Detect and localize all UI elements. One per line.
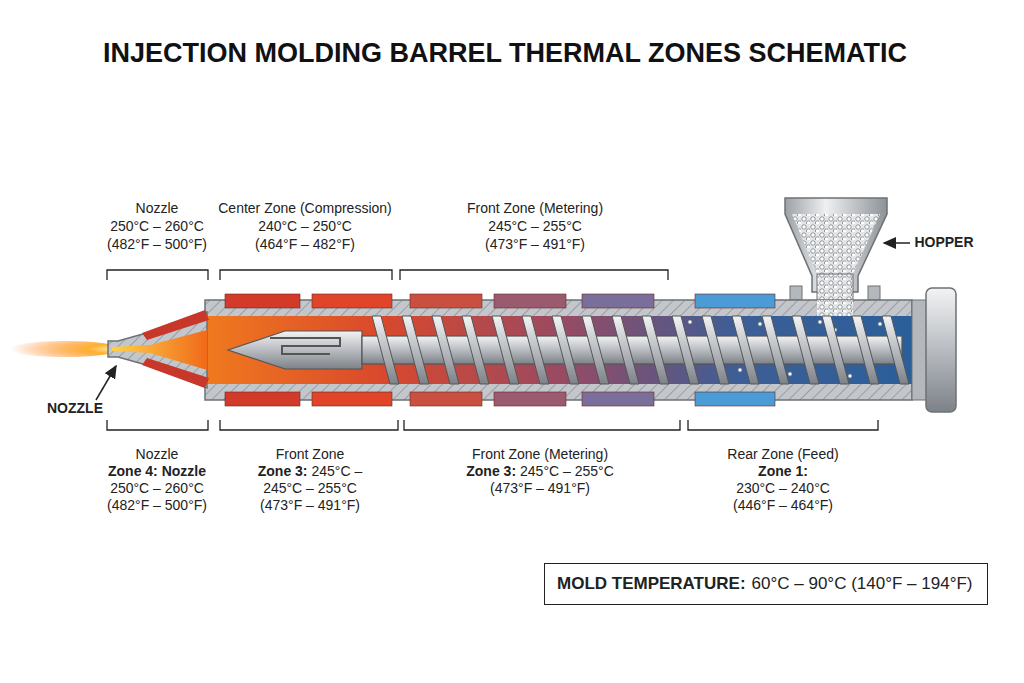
zone-label: Zone 3: [466,463,516,480]
zone-label: 245°C – 255°C [263,480,357,497]
label-row: Nozzle [136,200,179,217]
zone-label: Zone 3: [258,463,308,480]
zone-label: 245°C – [312,463,363,480]
label-row: Front Zone [276,446,344,463]
zone-label: Front Zone (Metering) [467,200,603,217]
zone-label: HOPPER [914,234,973,251]
zone-label: 240°C – 250°C [258,218,352,235]
label-row: 240°C – 250°C [258,218,352,235]
label-row: 230°C – 240°C [736,480,830,497]
label-row: 250°C – 260°C [110,480,204,497]
zone-label: Front Zone [276,446,344,463]
label-row: (473°F – 491°F) [485,236,585,253]
zone-label: (482°F – 500°F) [107,236,207,253]
label-row: (473°F – 491°F) [260,497,360,514]
zone-label: 250°C – 260°C [110,218,204,235]
zone-label: (446°F – 464°F) [733,497,833,514]
label-row: 245°C – 255°C [488,218,582,235]
zone-label: Rear Zone (Feed) [727,446,838,463]
box-heading: MOLD TEMPERATURE: [557,574,746,594]
label-row: (473°F – 491°F) [490,480,590,497]
label-row: Nozzle [136,446,179,463]
label-row: HOPPER [914,234,973,251]
temperature-box: MOLD TEMPERATURE: 60°C – 90°C (140°F – 19… [544,563,988,605]
label-row: (482°F – 500°F) [107,497,207,514]
zone-label: Nozzle [136,200,179,217]
zone-label: 250°C – 260°C [110,480,204,497]
zone-label: (482°F – 500°F) [107,497,207,514]
zone-label: (473°F – 491°F) [490,480,590,497]
label-row: Front Zone (Metering) [472,446,608,463]
zone-label: (473°F – 491°F) [485,236,585,253]
label-row: Zone 4: Nozzle [108,463,206,480]
zone-label: Zone 4: Nozzle [108,463,206,480]
label-row: (464°F – 482°F) [255,236,355,253]
zone-label: 245°C – 255°C [488,218,582,235]
label-row: Center Zone (Compression) [218,200,392,217]
label-row: (482°F – 500°F) [107,236,207,253]
label-row: Front Zone (Metering) [467,200,603,217]
title: INJECTION MOLDING BARREL THERMAL ZONES S… [103,38,907,69]
label-row: NOZZLE [47,400,103,417]
label-row: Rear Zone (Feed) [727,446,838,463]
label-row: Zone 3:245°C – [258,463,363,480]
zone-label: NOZZLE [47,400,103,417]
zone-label: 230°C – 240°C [736,480,830,497]
box-value: 60°C – 90°C (140°F – 194°F) [752,574,973,594]
zone-label: Zone 1: [758,463,808,480]
label-row: Zone 3:245°C – 255°C [466,463,613,480]
zone-label: (464°F – 482°F) [255,236,355,253]
label-row: 245°C – 255°C [263,480,357,497]
label-row: Zone 1: [758,463,808,480]
zone-label: (473°F – 491°F) [260,497,360,514]
zone-label: Front Zone (Metering) [472,446,608,463]
zone-label: Center Zone (Compression) [218,200,392,217]
label-row: (446°F – 464°F) [733,497,833,514]
label-row: 250°C – 260°C [110,218,204,235]
zone-label: Nozzle [136,446,179,463]
zone-label: 245°C – 255°C [520,463,614,480]
